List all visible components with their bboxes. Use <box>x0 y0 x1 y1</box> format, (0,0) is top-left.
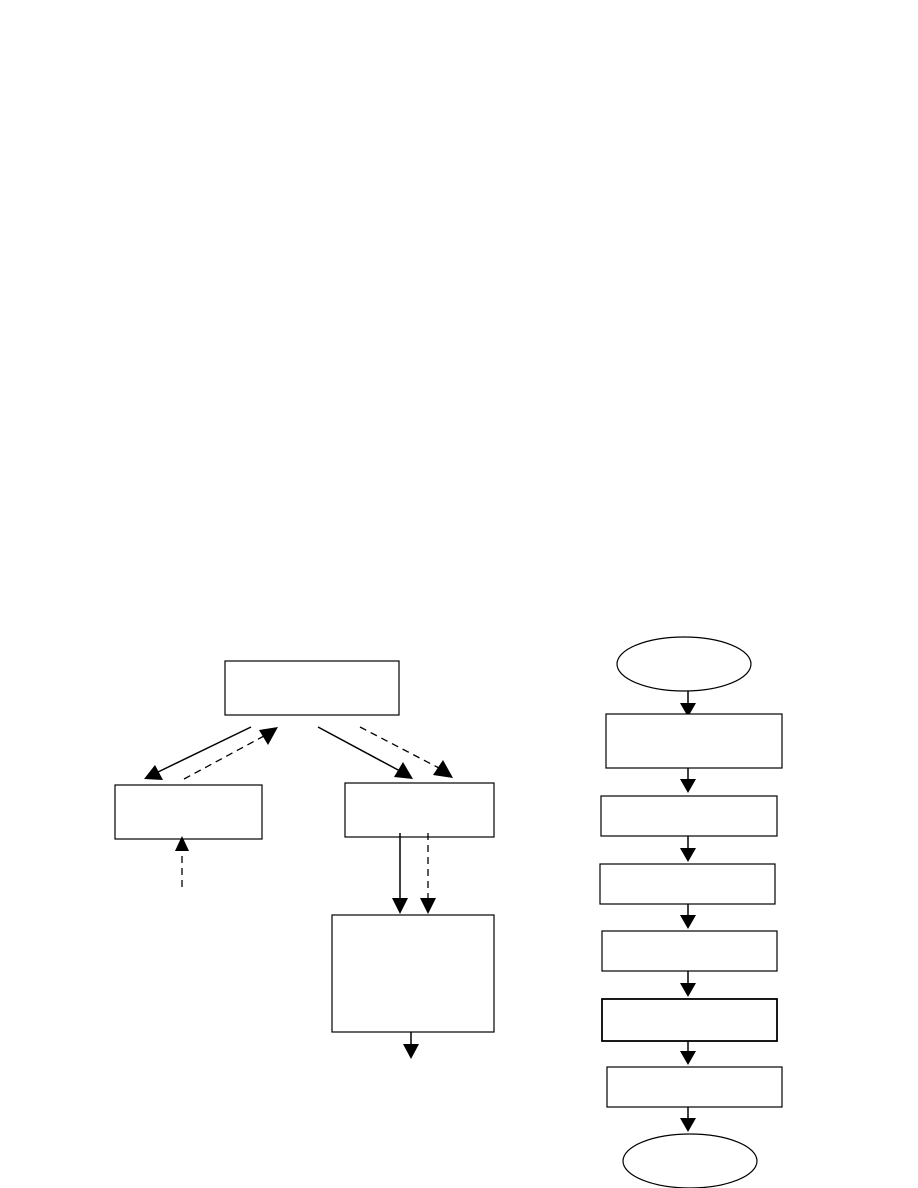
arrow-top-to-right <box>317 726 401 772</box>
arrow-top-to-left <box>157 726 252 773</box>
arrowhead-start-to-step-1 <box>680 703 696 717</box>
arrowhead-step-3-to-step-4 <box>680 915 696 929</box>
arrowhead-top-to-right-dashed <box>433 760 453 778</box>
end-terminator <box>622 1133 758 1188</box>
top-box <box>224 660 400 716</box>
left-diagram <box>114 660 495 1059</box>
start-terminator <box>616 636 752 692</box>
left-box <box>114 784 263 840</box>
dashed-arrow-top-to-right <box>359 726 440 769</box>
step-6-box <box>606 1066 783 1108</box>
arrowhead-step-1-to-step-2 <box>680 779 696 793</box>
step-1-box <box>605 713 783 769</box>
arrowhead-step-4-to-step-5 <box>680 983 696 997</box>
arrowhead-right-to-bottom <box>392 898 408 914</box>
arrowhead-right-to-bottom-dashed <box>420 898 436 914</box>
arrowhead-left-to-top <box>259 727 278 745</box>
step-4-box <box>601 930 778 972</box>
step-5-box <box>601 998 778 1042</box>
bottom-box <box>331 914 495 1033</box>
flowchart <box>599 636 783 1188</box>
arrowhead-step-5-to-step-6 <box>680 1051 696 1065</box>
step-2-box <box>600 795 778 837</box>
right-box <box>344 782 495 838</box>
arrowhead-top-to-left <box>144 765 163 780</box>
dashed-arrow-left-to-top <box>183 735 265 780</box>
arrowhead-top-to-right <box>394 762 413 779</box>
arrowhead-step-2-to-step-3 <box>680 848 696 862</box>
arrowhead-out-of-bottom-box <box>403 1044 419 1059</box>
arrowhead-step-6-to-end <box>680 1118 696 1132</box>
step-3-box <box>599 863 776 905</box>
arrowhead-into-left-box <box>175 836 189 851</box>
